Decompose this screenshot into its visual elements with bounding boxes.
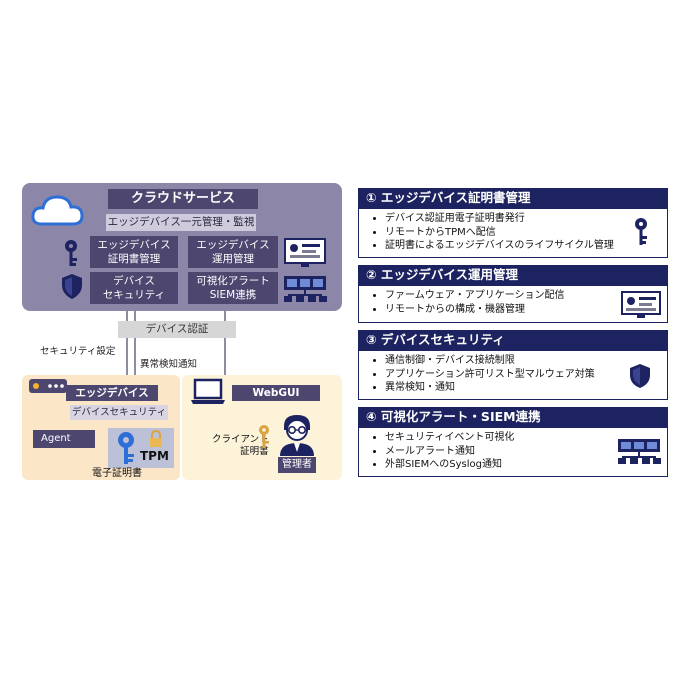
key-icon bbox=[635, 218, 647, 245]
key-icon bbox=[65, 240, 77, 266]
cell-line: 可視化アラート bbox=[196, 275, 270, 287]
cloud-cell-alert-siem: 可視化アラート SIEM連携 bbox=[188, 272, 278, 304]
section-3-title: ③ デバイスセキュリティ bbox=[358, 330, 668, 350]
webgui-title: WebGUI bbox=[232, 385, 320, 401]
network-monitor-icon bbox=[284, 276, 327, 302]
lock-icon bbox=[150, 430, 162, 447]
list-item: ファームウェア・アプリケーション配信 bbox=[385, 289, 667, 303]
shield-icon bbox=[630, 364, 650, 388]
list-item: 異常検知・通知 bbox=[385, 381, 667, 395]
link-line-security-setting bbox=[126, 311, 128, 375]
shield-icon bbox=[62, 274, 82, 299]
cell-line: エッジデバイス bbox=[196, 239, 270, 251]
agent-box: Agent bbox=[33, 430, 95, 448]
tpm-box bbox=[108, 428, 174, 468]
section-4-body: セキュリティイベント可視化 メールアラート通知 外部SIEMへのSyslog通知 bbox=[358, 427, 668, 477]
list-item: 外部SIEMへのSyslog通知 bbox=[385, 458, 667, 472]
link-line-webgui bbox=[224, 311, 226, 375]
cloud-service-subtitle: エッジデバイス一元管理・監視 bbox=[106, 214, 256, 231]
edge-device-subtitle: デバイスセキュリティ bbox=[70, 405, 168, 420]
list-item: デバイス認証用電子証明書発行 bbox=[385, 212, 667, 226]
device-auth-bar: デバイス認証 bbox=[118, 321, 236, 338]
router-icon bbox=[29, 379, 67, 393]
cell-line: エッジデバイス bbox=[97, 239, 171, 251]
section-2-list: ファームウェア・アプリケーション配信 リモートからの構成・機器管理 bbox=[359, 286, 667, 316]
section-4-list: セキュリティイベント可視化 メールアラート通知 外部SIEMへのSyslog通知 bbox=[359, 428, 667, 472]
cell-line: デバイス bbox=[113, 275, 155, 287]
section-2-title: ② エッジデバイス運用管理 bbox=[358, 265, 668, 285]
edge-device-title: エッジデバイス bbox=[66, 385, 158, 401]
section-1-list: デバイス認証用電子証明書発行 リモートからTPMへ配信 証明書によるエッジデバイ… bbox=[359, 209, 667, 253]
monitor-dashboard-icon bbox=[621, 291, 661, 318]
section-3-list: 通信制御・デバイス接続制限 アプリケーション許可リスト型マルウェア対策 異常検知… bbox=[359, 351, 667, 395]
cell-line: SIEM連携 bbox=[209, 289, 257, 301]
link-line-anomaly-notice bbox=[134, 311, 136, 375]
list-item: セキュリティイベント可視化 bbox=[385, 431, 667, 445]
certificate-key-icon bbox=[118, 432, 134, 464]
list-item: 証明書によるエッジデバイスのライフサイクル管理 bbox=[385, 239, 667, 253]
cloud-icon bbox=[31, 195, 84, 226]
cell-line: 証明書管理 bbox=[107, 253, 161, 265]
security-setting-label: セキュリティ設定 bbox=[40, 343, 116, 357]
client-cert-line: クライアント bbox=[212, 434, 269, 445]
client-key-icon bbox=[259, 425, 269, 448]
section-1-body: デバイス認証用電子証明書発行 リモートからTPMへ配信 証明書によるエッジデバイ… bbox=[358, 208, 668, 258]
laptop-icon bbox=[191, 378, 225, 404]
section-4-title: ④ 可視化アラート・SIEM連携 bbox=[358, 407, 668, 427]
certificate-label: 電子証明書 bbox=[92, 468, 142, 479]
cell-line: セキュリティ bbox=[102, 289, 166, 301]
section-2-body: ファームウェア・アプリケーション配信 リモートからの構成・機器管理 bbox=[358, 285, 668, 323]
list-item: メールアラート通知 bbox=[385, 445, 667, 459]
monitor-dashboard-icon bbox=[284, 238, 326, 267]
cell-line: 運用管理 bbox=[212, 253, 254, 265]
cloud-cell-operation-management: エッジデバイス 運用管理 bbox=[188, 236, 278, 268]
section-3-body: 通信制御・デバイス接続制限 アプリケーション許可リスト型マルウェア対策 異常検知… bbox=[358, 350, 668, 400]
client-cert-label: クライアント 証明書 bbox=[212, 434, 269, 458]
client-cert-line: 証明書 bbox=[240, 446, 269, 457]
list-item: リモートからTPMへ配信 bbox=[385, 226, 667, 240]
cloud-cell-cert-management: エッジデバイス 証明書管理 bbox=[90, 236, 178, 268]
list-item: 通信制御・デバイス接続制限 bbox=[385, 354, 667, 368]
tpm-label: TPM bbox=[140, 449, 169, 463]
admin-label: 管理者 bbox=[278, 457, 316, 473]
anomaly-notice-label: 異常検知通知 bbox=[140, 356, 198, 370]
cloud-service-title: クラウドサービス bbox=[108, 189, 258, 209]
cloud-cell-device-security: デバイス セキュリティ bbox=[90, 272, 178, 304]
list-item: リモートからの構成・機器管理 bbox=[385, 303, 667, 317]
admin-person-icon bbox=[280, 415, 314, 456]
section-1-title: ① エッジデバイス証明書管理 bbox=[358, 188, 668, 208]
list-item: アプリケーション許可リスト型マルウェア対策 bbox=[385, 368, 667, 382]
network-monitor-icon bbox=[618, 439, 661, 464]
